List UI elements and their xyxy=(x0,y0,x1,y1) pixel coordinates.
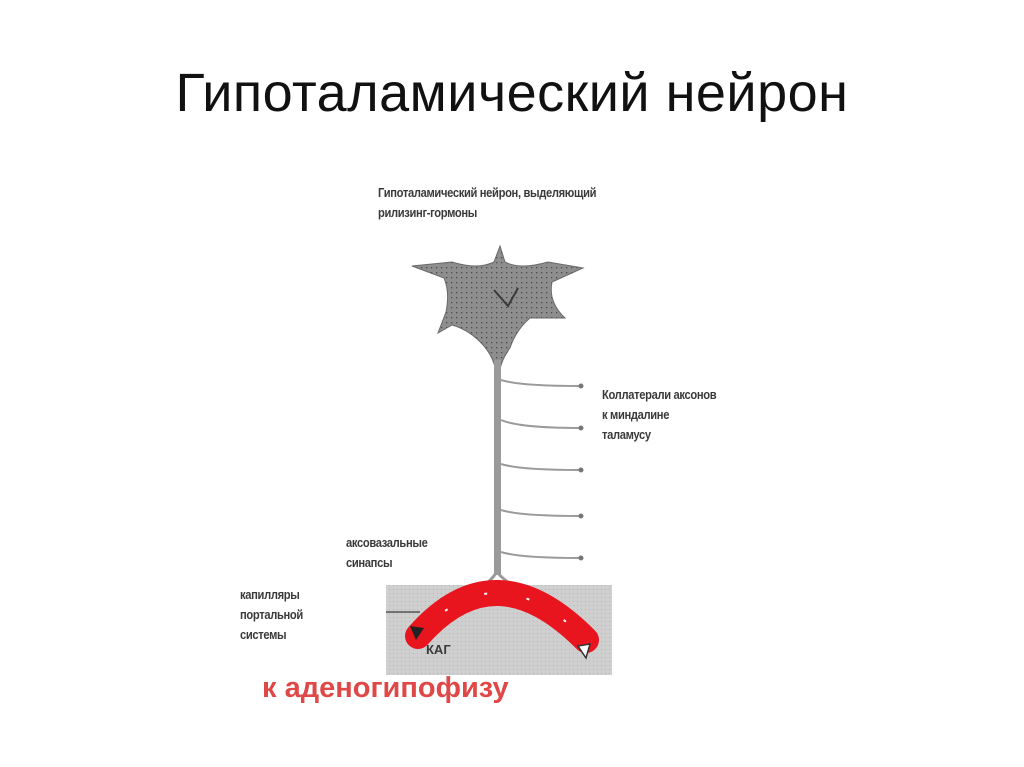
axon xyxy=(494,360,501,575)
collateral-4 xyxy=(500,509,581,517)
collateral-3 xyxy=(500,463,581,471)
collateral-2 xyxy=(500,419,581,429)
collateral-1 xyxy=(500,379,581,387)
capillary-arrow-right xyxy=(576,643,592,660)
destination-label: к аденогипофизу xyxy=(262,672,509,704)
collateral-5 xyxy=(500,551,581,559)
capillary-arrow-left xyxy=(410,626,424,640)
axon-collaterals xyxy=(500,379,581,559)
kag-label: КАГ xyxy=(426,642,451,657)
capillary-edge xyxy=(417,592,587,641)
collateral-ends xyxy=(578,383,584,561)
neuron-label: Гипоталамический нейрон, выделяющий рили… xyxy=(378,185,597,220)
synapses-label: аксовазальные синапсы xyxy=(346,535,428,570)
slide-title: Гипоталамический нейрон xyxy=(175,63,849,123)
capillaries-label: капилляры портальной системы xyxy=(240,587,303,642)
collaterals-label: Коллатерали аксонов к миндалине таламусу xyxy=(602,387,717,442)
nucleus-mark xyxy=(493,287,519,308)
neuron-cell-body xyxy=(411,244,585,373)
